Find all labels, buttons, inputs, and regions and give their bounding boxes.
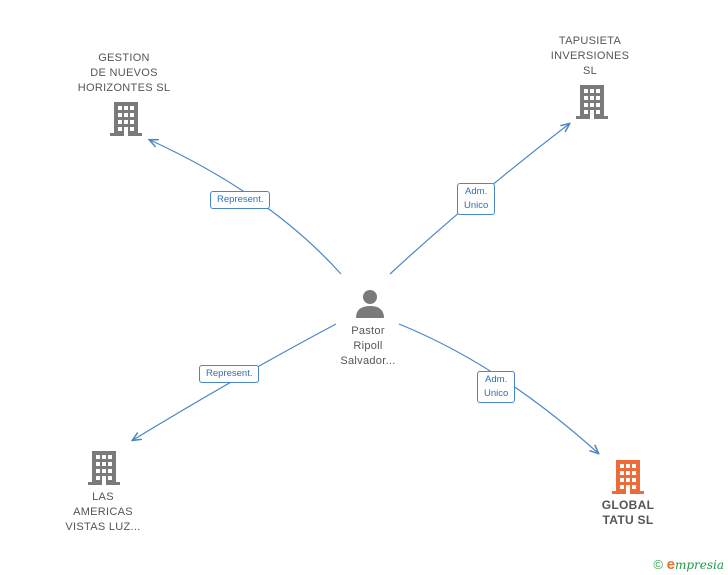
edge-label-americas: Represent. <box>199 365 260 383</box>
edge-label-tapusieta: Adm. Unico <box>457 183 496 215</box>
node-label-global[interactable]: GLOBAL TATU SL <box>601 498 655 527</box>
copyright-icon: © <box>653 557 663 572</box>
building-icon[interactable] <box>88 451 120 485</box>
footer-brand[interactable]: © empresia <box>653 556 724 573</box>
node-label-tapusieta[interactable]: TAPUSIETA INVERSIONES SL <box>550 35 630 77</box>
node-label-americas[interactable]: LAS AMERICAS VISTAS LUZ... <box>65 491 141 533</box>
node-label-person[interactable]: Pastor Ripoll Salvador... <box>340 325 396 367</box>
brand-logo-text: mpresia <box>674 558 724 572</box>
building-icon[interactable] <box>612 460 644 494</box>
edge-label-global: Adm. Unico <box>477 371 516 403</box>
building-icon[interactable] <box>576 85 608 119</box>
edge-label-gestion: Represent. <box>210 191 271 209</box>
building-icon[interactable] <box>110 102 142 136</box>
node-label-gestion[interactable]: GESTION DE NUEVOS HORIZONTES SL <box>77 52 171 94</box>
brand-logo-initial: e <box>666 556 675 573</box>
person-icon[interactable] <box>355 288 385 318</box>
